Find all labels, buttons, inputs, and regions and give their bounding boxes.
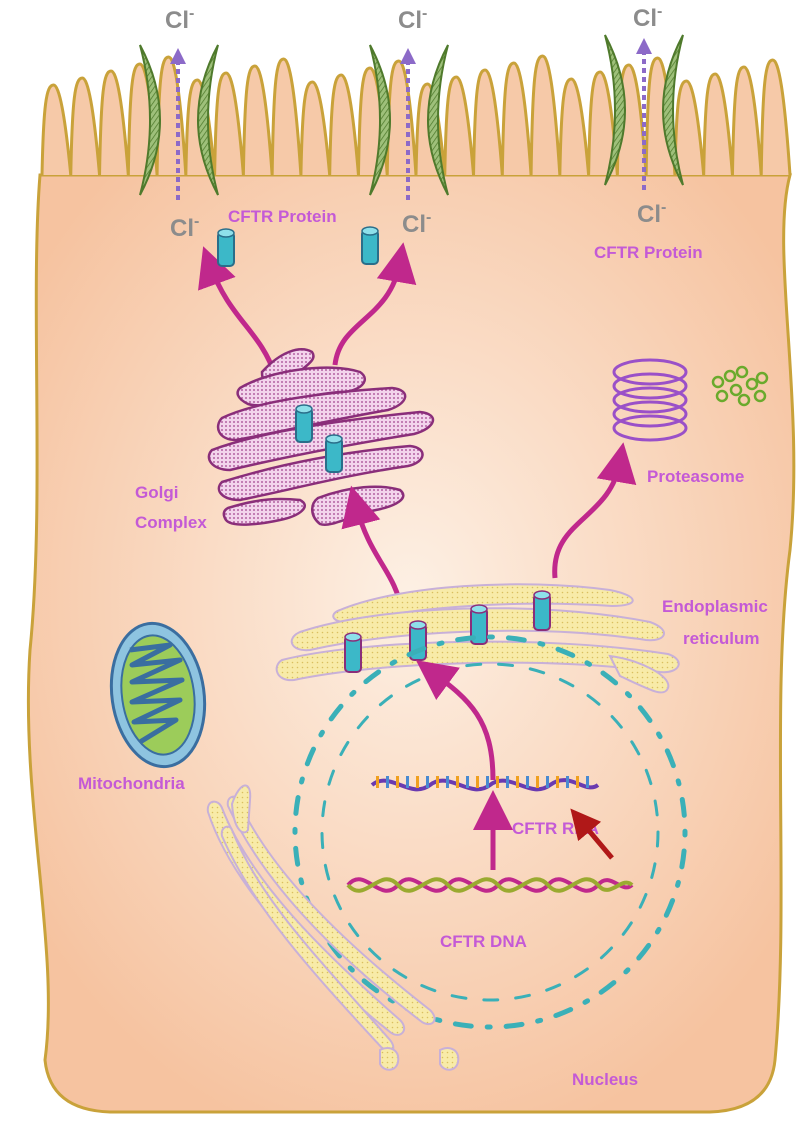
rna-base <box>566 776 569 788</box>
rna-base <box>486 776 489 788</box>
cftr-protein-icon-membrane-left <box>218 229 234 266</box>
golgi-label-line2: Complex <box>135 513 207 532</box>
proteasome-label: Proteasome <box>647 467 744 486</box>
chloride-label-top-middle: Cl- <box>398 5 427 34</box>
rna-base <box>496 776 499 788</box>
golgi-label-line1: Golgi <box>135 483 178 502</box>
rna-base <box>466 776 469 788</box>
chloride-label-top-left: Cl- <box>165 5 194 34</box>
cftr-dna-label: CFTR DNA <box>440 932 527 951</box>
er-label-line1: Endoplasmic <box>662 597 768 616</box>
rna-base <box>516 776 519 788</box>
cftr-protein-icon-golgi-1 <box>296 405 312 442</box>
rna-base <box>396 776 399 788</box>
cftr-protein-icon-er-4 <box>534 591 550 630</box>
rna-base <box>546 776 549 788</box>
rna-base <box>556 776 559 788</box>
nucleus-label: Nucleus <box>572 1070 638 1089</box>
mitochondria-label: Mitochondria <box>78 774 185 793</box>
rna-base <box>526 776 529 788</box>
cftr-protein-icon-golgi-2 <box>326 435 342 472</box>
rna-base <box>536 776 539 788</box>
cftr-protein-label-left: CFTR Protein <box>228 207 337 226</box>
cftr-protein-icon-er-1 <box>345 633 361 672</box>
svg-text:Cl-: Cl- <box>165 5 194 34</box>
rna-base <box>406 776 409 788</box>
cftr-protein-icon-membrane-right <box>362 227 378 264</box>
cftr-protein-label-right: CFTR Protein <box>594 243 703 262</box>
rna-base <box>576 776 579 788</box>
rna-base <box>446 776 449 788</box>
rna-base <box>416 776 419 788</box>
rna-base <box>426 776 429 788</box>
rna-base <box>376 776 379 788</box>
rna-base <box>386 776 389 788</box>
rna-base <box>436 776 439 788</box>
rna-base <box>506 776 509 788</box>
rna-base <box>456 776 459 788</box>
rna-base <box>586 776 589 788</box>
rna-base <box>476 776 479 788</box>
er-label-line2: reticulum <box>683 629 760 648</box>
chloride-label-top-right: Cl- <box>633 3 662 32</box>
svg-text:Cl-: Cl- <box>633 3 662 32</box>
svg-text:Cl-: Cl- <box>398 5 427 34</box>
